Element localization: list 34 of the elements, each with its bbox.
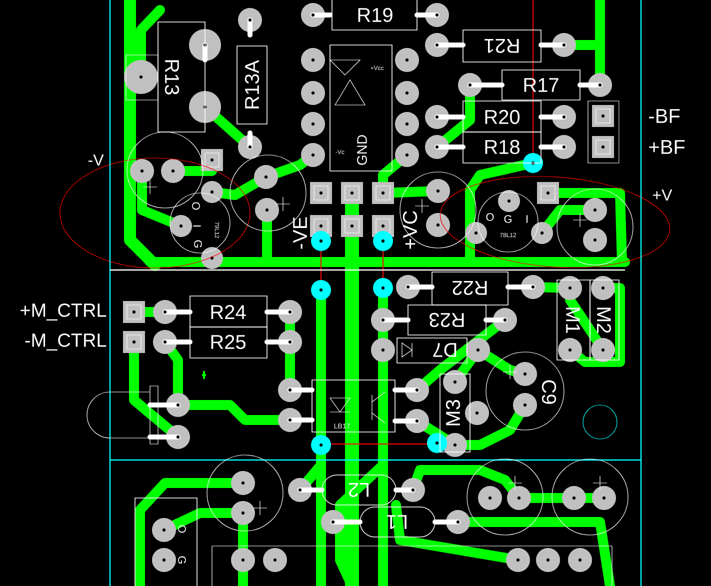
part-label: M1 bbox=[566, 308, 580, 333]
signal-label: +VC bbox=[402, 211, 418, 249]
part-label: R21 bbox=[484, 39, 519, 53]
pin-label: I bbox=[526, 215, 528, 223]
pin-label: G bbox=[178, 556, 186, 564]
part-label: M2 bbox=[597, 308, 611, 333]
pin-label: I bbox=[193, 226, 201, 227]
pin-label: O bbox=[486, 213, 494, 221]
part-label: R24 bbox=[211, 305, 246, 319]
pin-label: O bbox=[192, 202, 200, 210]
signal-label: -BF bbox=[649, 109, 680, 123]
part-label: R22 bbox=[452, 281, 487, 295]
pin-label: G bbox=[194, 240, 202, 248]
part-label: R20 bbox=[485, 110, 520, 124]
pin-label: G bbox=[504, 215, 512, 223]
part-label: R18 bbox=[485, 140, 520, 154]
signal-label: -M_CTRL bbox=[25, 333, 106, 351]
part-label: GND bbox=[357, 135, 367, 165]
part-label: C9 bbox=[542, 380, 556, 404]
part-label: M3 bbox=[446, 400, 460, 426]
signal-label: +V bbox=[653, 190, 672, 200]
part-label: L2 bbox=[348, 483, 368, 497]
part-label: R13A bbox=[244, 60, 260, 108]
signal-label: -V bbox=[88, 154, 104, 166]
part-label: L1 bbox=[386, 515, 406, 529]
pin-label: O bbox=[178, 525, 186, 533]
part-label: R25 bbox=[211, 334, 246, 350]
part-label: R19 bbox=[358, 8, 392, 22]
part-label: R23 bbox=[430, 312, 464, 328]
part-label: D7 bbox=[433, 343, 456, 357]
signal-label: +BF bbox=[649, 140, 685, 154]
part-label: R13 bbox=[164, 60, 180, 94]
signal-label: -VE bbox=[293, 217, 307, 249]
signal-label: +M_CTRL bbox=[20, 303, 106, 321]
